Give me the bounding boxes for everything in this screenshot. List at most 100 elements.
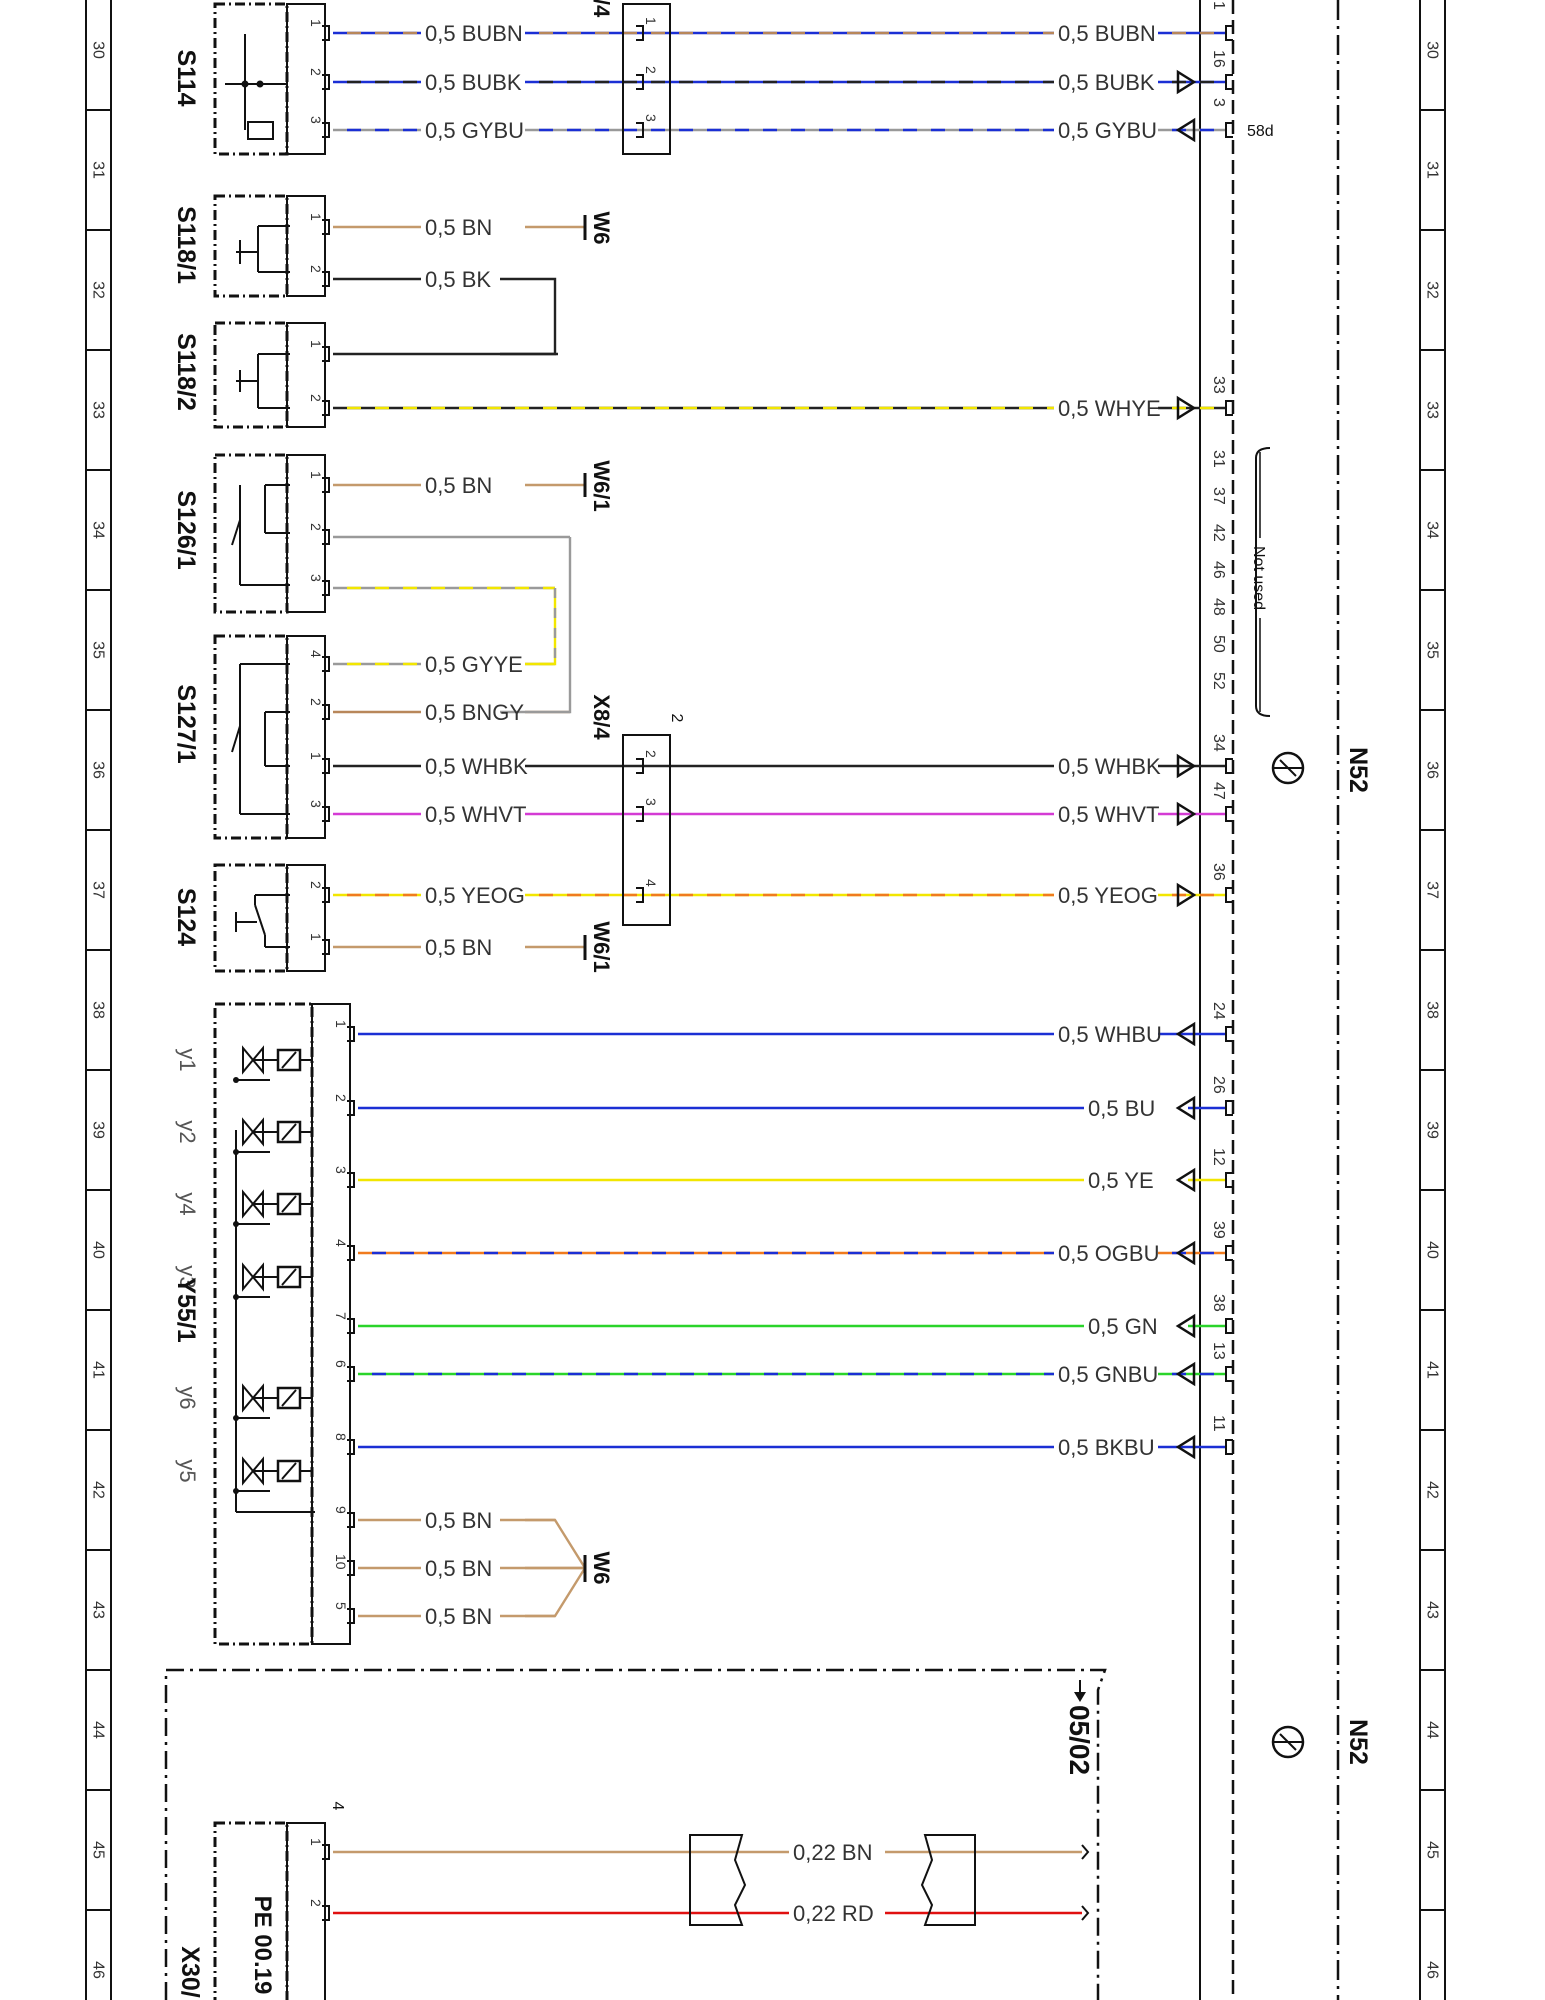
component-pin-number: 6	[333, 1360, 349, 1368]
wire-label: 0,5 BK	[425, 267, 491, 292]
component-pin-number: 1	[308, 933, 324, 941]
wire-label-right: 0,5 WHVT	[1058, 802, 1159, 827]
zone-number: 39	[90, 1121, 107, 1139]
y55-1-label: Y55/1	[172, 1277, 200, 1342]
valve-node	[233, 1415, 239, 1421]
connector-pin-number: 4	[643, 879, 659, 887]
component-pin-number: 1	[308, 340, 324, 348]
connector-pin-terminal	[636, 806, 644, 822]
n52-pin-number: 13	[1210, 1342, 1227, 1360]
x8-4-pin-label: 2	[668, 714, 685, 723]
n52-label-upper: N52	[1344, 747, 1372, 793]
wire-label-mid: 0,22 RD	[793, 1901, 874, 1926]
zone-number: 36	[1424, 761, 1441, 779]
n52-pin-number: 36	[1210, 863, 1227, 881]
n52-pin-number: 47	[1210, 782, 1227, 800]
zone-number: 33	[90, 401, 107, 419]
component-pin-number: 9	[333, 1506, 349, 1514]
valve-coil-diag	[281, 1051, 297, 1069]
wire-end-mark	[1081, 1844, 1090, 1860]
direction-arrow	[1176, 801, 1197, 827]
wire-label: 0,5 BN	[425, 1604, 492, 1629]
n52-pin-terminal	[1225, 1100, 1233, 1116]
wires-layer	[322, 25, 1233, 1921]
valve-symbol	[242, 1117, 264, 1147]
direction-arrow	[1175, 1361, 1196, 1387]
zone-number: 40	[90, 1241, 107, 1259]
ground-w6-1-s126: W6/1	[589, 460, 614, 511]
component-pin-number: 1	[308, 471, 324, 479]
component-pin-number: 10	[333, 1554, 349, 1570]
n52-pin-number: 38	[1210, 1294, 1227, 1312]
zone-number: 46	[90, 1961, 107, 1979]
direction-arrow	[1175, 1240, 1196, 1266]
wire-label-right: 0,5 YE	[1088, 1168, 1154, 1193]
valve-coil-diag	[281, 1462, 297, 1480]
component-pin-number: 4	[333, 1239, 349, 1247]
switch-s124: S124	[172, 863, 326, 973]
n52-pin-terminal	[1225, 1439, 1233, 1455]
n52-pin-terminal	[1225, 400, 1233, 416]
zone-number: 44	[90, 1721, 107, 1739]
connector-x8-4: X8/4 2	[589, 694, 685, 926]
valve-coil-diag	[281, 1389, 297, 1407]
component-pin-number: 5	[333, 1602, 349, 1610]
not-used-pin: 42	[1210, 524, 1227, 542]
zone-number: 38	[90, 1001, 107, 1019]
direction-arrow	[1175, 1021, 1196, 1047]
valve-label: y5	[175, 1459, 200, 1482]
connector-pin-number: 1	[643, 17, 659, 25]
component-pin-number: 2	[333, 1094, 349, 1102]
n52-label-lower: N52	[1344, 1719, 1372, 1765]
zone-number: 36	[90, 761, 107, 779]
connector-pin-terminal	[636, 25, 644, 41]
n52-pin-terminal	[1225, 25, 1233, 41]
x8-4-label: X8/4	[589, 694, 614, 740]
wire-end-mark	[1081, 1905, 1090, 1921]
valve-label: y6	[175, 1386, 200, 1409]
wire-label-right: 0,5 BKBU	[1058, 1435, 1155, 1460]
component-pin-number: 3	[308, 800, 324, 808]
not-used-pin: 50	[1210, 635, 1227, 653]
n52-pin-terminal	[1225, 1245, 1233, 1261]
valve-label: y3	[175, 1265, 200, 1288]
pe-note-label: PE 00.19	[249, 1896, 276, 1995]
n52-pin-number: 1	[1210, 1, 1227, 10]
direction-arrow	[1175, 117, 1196, 143]
wire-label: 0,5 BN	[425, 473, 492, 498]
connector-top-partial-label: /4	[589, 0, 614, 18]
wire-label: 0,5 YEOG	[425, 883, 525, 908]
zone-number: 46	[1424, 1961, 1441, 1979]
wire-label-right: 0,5 OGBU	[1058, 1241, 1159, 1266]
valve-symbol	[242, 1456, 264, 1486]
component-pin-number: 1	[308, 752, 324, 760]
component-pin-number: 1	[308, 213, 324, 221]
direction-arrow	[1176, 395, 1197, 421]
connector-pin-number: 2	[643, 750, 659, 758]
zone-number: 35	[90, 641, 107, 659]
not-used-pin: 48	[1210, 598, 1227, 616]
bottom-connector-pin-label: 4	[329, 1802, 346, 1811]
wire-label-right: 0,5 BU	[1088, 1096, 1155, 1121]
component-pin-number: 2	[308, 881, 324, 889]
component-pin-number: 1	[333, 1020, 349, 1028]
not-used-pin: 46	[1210, 561, 1227, 579]
component-pin-number: 1	[308, 19, 324, 27]
valve-symbol	[242, 1189, 264, 1219]
zone-number: 37	[1424, 881, 1441, 899]
zone-number: 44	[1424, 1721, 1441, 1739]
zone-number: 31	[1424, 161, 1441, 179]
ground-w6-y55: W6	[589, 1552, 614, 1585]
wire-label-right: 0,5 GN	[1088, 1314, 1158, 1339]
zone-number: 45	[90, 1841, 107, 1859]
ground-w6-1-s124: W6/1	[589, 921, 614, 972]
switch-s118-1: S118/1	[172, 194, 326, 298]
zone-number: 31	[90, 161, 107, 179]
ground-w6-top: W6	[589, 212, 614, 245]
frame-lines	[1199, 0, 1340, 2000]
n52-pin-number: 26	[1210, 1076, 1227, 1094]
